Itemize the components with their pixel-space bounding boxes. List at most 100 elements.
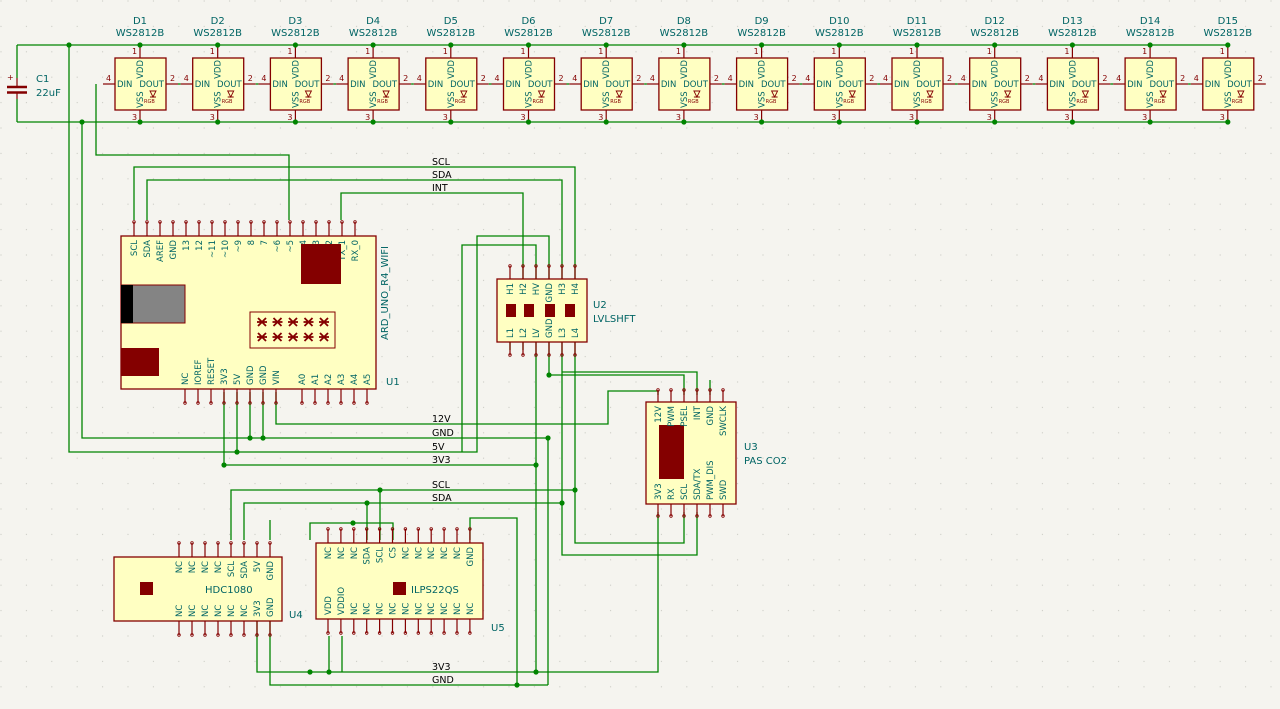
led-dout-num: 2 [947,74,952,83]
led-ref: D7 [599,16,613,27]
u3-bottom-pin-end [708,514,712,518]
led-body [192,57,245,111]
led-vdd-label: VDD [136,60,146,79]
u3-bottom-pin-end [682,514,686,518]
u1-top-pin-label: 13 [182,240,192,251]
u3-bottom-pin-end [695,514,699,518]
icsp-pin-mark [288,317,298,327]
u3-top-pin-label: PWM [667,406,677,427]
u2-top-pin-label: GND [545,283,555,303]
u2-bottom-pin-end [573,353,577,357]
led-dout-label: DOUT [606,80,631,90]
u1-top-pin-end [301,220,305,224]
u4-bottom-pin-label: NC [227,605,237,617]
vss-junction [681,119,687,125]
led-vdd-num: 1 [987,47,992,56]
led-vss-label: VSS [758,91,768,108]
power-jack-icon [121,348,159,376]
vss-junction [992,119,998,125]
rgb-led-icon [926,90,934,99]
led-vss-num: 3 [287,113,292,122]
led-vss-num: 3 [754,113,759,122]
u4-top-pin-label: NC [214,561,224,573]
led-body [425,57,478,111]
led-vss-label: VSS [835,91,845,108]
u5-top-pin-label: NC [440,547,450,559]
u5-bottom-pin-label: VDDIO [337,587,347,615]
led-rgb-label: RGB [377,99,388,105]
led-din-label: DIN [661,80,676,90]
led-din-label: DIN [583,80,598,90]
led-vss-num: 3 [1064,113,1069,122]
led-din-label: DIN [1127,80,1142,90]
u1-top-pin-label: SCL [130,240,140,256]
led-dout-label: DOUT [1149,80,1174,90]
u3-bottom-pin-label: 3V3 [654,483,664,500]
rgb-led-icon [770,90,779,99]
led-rgb-label: RGB [299,99,310,105]
u2-top-pin-end [521,264,525,268]
led-vdd-label: VDD [991,60,1001,79]
capacitor-c1[interactable]: + C1 22uF [7,73,61,99]
icsp-pin-mark [288,332,298,342]
led-din-num: 4 [495,74,500,83]
u5-top-pin-end [429,527,433,531]
arduino-u1[interactable]: SCLSDAAREFGND1312~11~10~987~6~54~32TX_1R… [120,220,400,405]
u4-top-pin-end [255,541,259,545]
u2-top-pin-end [560,264,564,268]
led-vdd-num: 1 [1142,47,1147,56]
u4-bottom-pin-end [255,633,259,637]
led-vdd-num: 1 [521,47,526,56]
u5-top-pin-label: NC [337,547,347,559]
led-vdd-num: 1 [676,47,681,56]
led-din-num: 4 [417,74,422,83]
u1-bottom-pin-label: A5 [363,374,373,385]
vss-junction [836,119,842,125]
u3-bottom-pin-label: PWM_DIS [706,460,716,500]
vdd-junction [603,42,609,48]
u1-top-pin-label: ~11 [208,240,218,258]
vdd-junction [215,42,221,48]
u1-bottom-pin-end [300,401,304,405]
led-vss-label: VSS [991,91,1001,108]
vdd-junction [370,42,376,48]
u2-bottom-pin-label: LV [532,328,542,338]
led-vss-num: 3 [132,113,137,122]
icsp-pin-mark [319,332,329,342]
u1-bottom-pin-label: A2 [324,374,334,385]
u4-bottom-pin-end [268,633,272,637]
u2-bottom-pin-label: L3 [558,328,568,338]
vdd-junction [292,42,298,48]
u5-top-pin-label: NC [401,547,411,559]
u5-bottom-pin-label: NC [414,603,424,615]
u4-bottom-pin-label: 3V3 [253,600,263,617]
rgb-led-icon [149,90,157,99]
net-labels: SCL SDA INT 12V GND 5V 3V3 SCL SDA 3V3 G… [432,157,454,686]
u3-top-pin-end [656,388,660,392]
u5-top-pin-label: SCL [376,547,386,563]
led-body [969,57,1022,111]
